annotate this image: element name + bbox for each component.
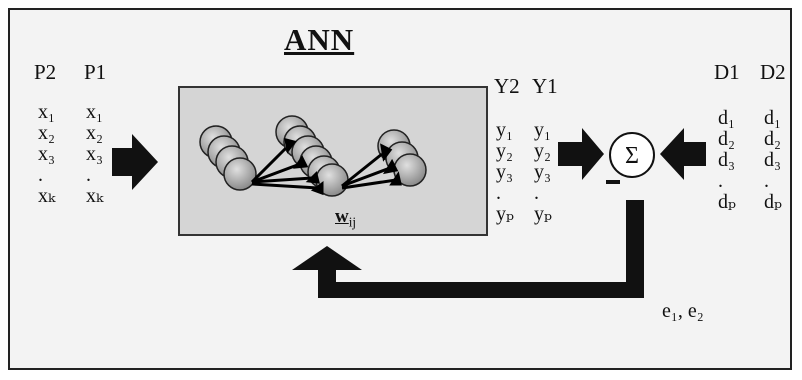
target-d1: d₁	[764, 107, 781, 129]
input-layer-nodes	[199, 125, 257, 191]
output-y3: y₃	[534, 161, 551, 183]
target-dot: .	[764, 170, 769, 192]
error-label: e₁, e₂	[662, 300, 704, 322]
sigma-symbol: Σ	[625, 143, 639, 169]
summation-node	[609, 132, 655, 178]
hidden-layer-nodes	[275, 115, 349, 197]
input-column-p1: x₁ x₂ x₃ . xₖ	[86, 102, 103, 207]
target-d3: d₃	[764, 149, 781, 171]
weights-label: wij	[335, 206, 357, 230]
input-column-p2: x₁ x₂ x₃ . xₖ	[38, 102, 55, 207]
target-dp: dₚ	[764, 191, 782, 213]
output-y2: y₂	[534, 140, 551, 162]
input-arrow	[112, 134, 158, 190]
diagram-title: ANN	[284, 22, 355, 57]
target-dot: .	[718, 170, 723, 192]
input-x3: x₃	[38, 143, 55, 165]
input-xk: xₖ	[38, 185, 56, 207]
input-x1: x₁	[38, 101, 55, 123]
input-x2: x₂	[38, 122, 55, 144]
output-yp: yₚ	[496, 203, 514, 225]
output-y1: y₁	[534, 119, 551, 141]
input-x2: x₂	[86, 122, 103, 144]
target-d3: d₃	[718, 149, 735, 171]
output-arrow	[558, 128, 604, 180]
target-d2: d₂	[718, 128, 735, 150]
output-yp: yₚ	[534, 203, 552, 225]
target-d1: d₁	[718, 107, 735, 129]
input-dot: .	[38, 164, 43, 186]
output-y3: y₃	[496, 161, 513, 183]
header-d2: D2	[760, 60, 786, 84]
header-d1: D1	[714, 60, 740, 84]
input-x1: x₁	[86, 101, 103, 123]
output-column-y1: y₁ y₂ y₃ . yₚ	[534, 120, 552, 225]
feedback-arrow	[292, 200, 644, 298]
header-p2: P2	[34, 60, 57, 84]
weight-connections	[250, 137, 402, 196]
input-x3: x₃	[86, 143, 103, 165]
target-column-d1: d₁ d₂ d₃ . dₚ	[718, 108, 736, 213]
output-dot: .	[534, 182, 539, 204]
output-y1: y₁	[496, 119, 513, 141]
target-dp: dₚ	[718, 191, 736, 213]
output-y2: y₂	[496, 140, 513, 162]
input-xk: xₖ	[86, 185, 104, 207]
input-dot: .	[86, 164, 91, 186]
output-dot: .	[496, 182, 501, 204]
header-y2: Y2	[494, 74, 520, 98]
minus-sign	[606, 180, 620, 184]
target-d2: d₂	[764, 128, 781, 150]
header-y1: Y1	[532, 74, 558, 98]
header-p1: P1	[84, 60, 107, 84]
target-column-d2: d₁ d₂ d₃ . dₚ	[764, 108, 782, 213]
output-column-y2: y₁ y₂ y₃ . yₚ	[496, 120, 514, 225]
target-arrow	[660, 128, 706, 180]
